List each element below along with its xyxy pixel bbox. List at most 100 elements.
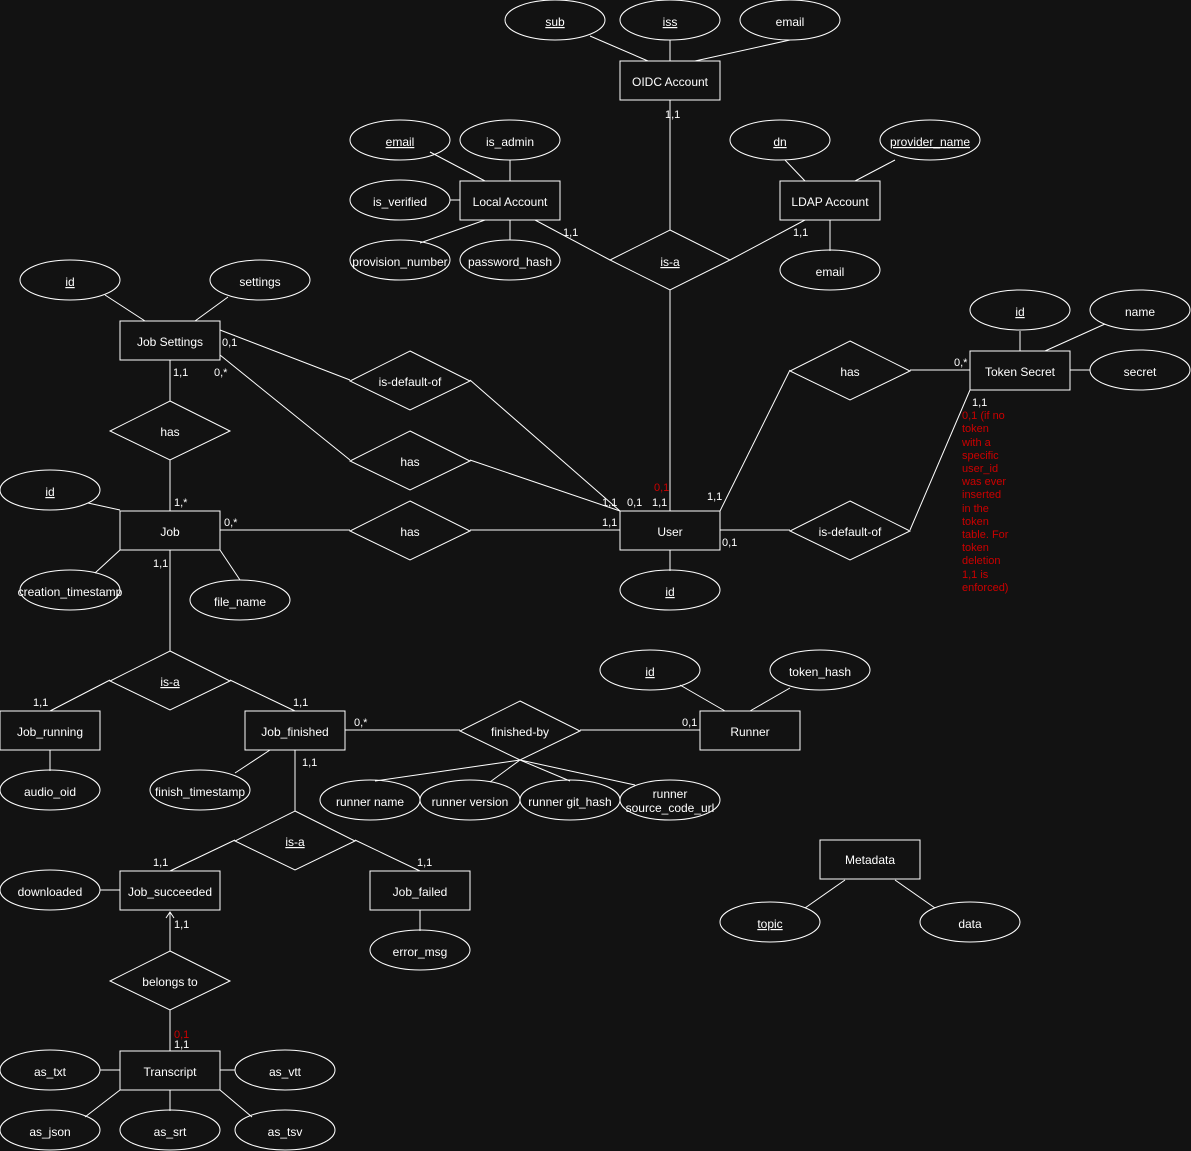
- card-settings-user-has: 0,*: [214, 367, 228, 379]
- card-user-isa-red: 0,1: [654, 482, 669, 494]
- card-token-has: 0,*: [954, 357, 968, 369]
- svg-text:id: id: [1015, 305, 1024, 319]
- svg-text:as_vtt: as_vtt: [269, 1065, 302, 1079]
- attr-local-password-hash: password_hash: [459, 239, 561, 281]
- svg-text:Job: Job: [160, 525, 180, 539]
- cardinality-labels: 1,1 1,1 1,1 0,1 1,1 0,* 1,* 0,* 1,1 1,1 …: [33, 109, 987, 1051]
- card-user-default-settings: 0,1: [627, 497, 642, 509]
- svg-text:runner git_hash: runner git_hash: [528, 795, 611, 809]
- attr-user-id: id: [619, 569, 721, 611]
- card-transcript-belongs: 1,1: [174, 1039, 189, 1051]
- attr-token-secret: secret: [1089, 349, 1191, 391]
- card-token-default: 1,1: [972, 397, 987, 409]
- attr-transcript-as-tsv: as_tsv: [234, 1109, 336, 1151]
- svg-text:Metadata: Metadata: [845, 853, 895, 867]
- attr-local-is-admin: is_admin: [459, 119, 561, 161]
- card-settings-default: 0,1: [222, 337, 237, 349]
- card-finished-isa-bottom: 1,1: [302, 757, 317, 769]
- svg-text:finished-by: finished-by: [491, 725, 549, 739]
- card-job-user-has: 0,*: [224, 517, 238, 529]
- svg-text:is-a: is-a: [660, 255, 680, 269]
- attr-oidc-sub: sub: [504, 0, 606, 41]
- attr-transcript-as-json: as_json: [0, 1109, 101, 1151]
- attr-ldap-email: email: [779, 249, 881, 291]
- svg-text:OIDC Account: OIDC Account: [632, 75, 709, 89]
- svg-text:creation_timestamp: creation_timestamp: [18, 585, 123, 599]
- relationship-user-has-token: has: [788, 340, 912, 401]
- svg-text:downloaded: downloaded: [18, 885, 83, 899]
- svg-text:Job_finished: Job_finished: [261, 725, 328, 739]
- card-user-job-has: 1,1: [602, 517, 617, 529]
- attr-transcript-as-txt: as_txt: [0, 1049, 101, 1091]
- edges: [49, 35, 1106, 1118]
- card-runner-finished-by: 0,1: [682, 717, 697, 729]
- card-oidc-isa: 1,1: [665, 109, 680, 121]
- entity-oidc-account: OIDC Account: [619, 60, 721, 101]
- attr-oidc-email: email: [739, 0, 841, 41]
- card-user-isa: 1,1: [652, 497, 667, 509]
- svg-text:password_hash: password_hash: [468, 255, 552, 269]
- entity-runner: Runner: [699, 710, 801, 751]
- attr-token-name: name: [1089, 289, 1191, 331]
- attr-oidc-iss: iss: [619, 0, 721, 41]
- svg-text:LDAP Account: LDAP Account: [791, 195, 869, 209]
- relationship-user-has-job: has: [348, 500, 472, 561]
- attr-ldap-provider-name: provider_name: [879, 119, 981, 161]
- attr-transcript-as-srt: as_srt: [119, 1109, 221, 1151]
- entity-job: Job: [119, 510, 221, 551]
- relationship-finished-is-a: is-a: [233, 810, 357, 871]
- card-user-settings-has: 1,1: [602, 497, 617, 509]
- attr-runner-token-hash: token_hash: [769, 649, 871, 691]
- svg-text:as_tsv: as_tsv: [268, 1125, 303, 1139]
- svg-text:email: email: [816, 265, 845, 279]
- svg-text:settings: settings: [239, 275, 280, 289]
- attr-running-audio-oid: audio_oid: [0, 769, 101, 811]
- card-succeeded-isa: 1,1: [153, 857, 168, 869]
- entity-token-secret: Token Secret: [969, 350, 1071, 391]
- attr-ldap-dn: dn: [729, 119, 831, 161]
- token-default-note: 0,1 (if no token with a specific user_id…: [961, 410, 1012, 594]
- svg-text:as_srt: as_srt: [154, 1125, 187, 1139]
- attr-metadata-topic: topic: [719, 901, 821, 943]
- attr-succeeded-downloaded: downloaded: [0, 869, 101, 911]
- svg-text:id: id: [65, 275, 74, 289]
- svg-text:token_hash: token_hash: [789, 665, 851, 679]
- svg-text:has: has: [840, 365, 859, 379]
- entity-user: User: [619, 510, 721, 551]
- relationship-settings-is-default-of: is-default-of: [348, 350, 472, 411]
- svg-text:has: has: [400, 525, 419, 539]
- svg-text:Token Secret: Token Secret: [985, 365, 1056, 379]
- svg-text:runner version: runner version: [432, 795, 509, 809]
- svg-text:User: User: [657, 525, 682, 539]
- svg-text:is-default-of: is-default-of: [819, 525, 882, 539]
- card-job-settings-has: 1,*: [174, 497, 188, 509]
- svg-text:file_name: file_name: [214, 595, 266, 609]
- svg-text:belongs to: belongs to: [142, 975, 198, 989]
- svg-text:Job Settings: Job Settings: [137, 335, 203, 349]
- card-finished-finished-by: 0,*: [354, 717, 368, 729]
- svg-text:runner name: runner name: [336, 795, 404, 809]
- relationship-finished-by: finished-by: [458, 700, 582, 761]
- svg-text:id: id: [645, 665, 654, 679]
- svg-text:email: email: [386, 135, 415, 149]
- attr-job-file-name: file_name: [189, 579, 291, 621]
- card-transcript-belongs-red: 0,1: [174, 1029, 189, 1041]
- attr-transcript-as-vtt: as_vtt: [234, 1049, 336, 1091]
- attr-token-id: id: [969, 289, 1071, 331]
- svg-text:topic: topic: [757, 917, 782, 931]
- svg-text:id: id: [45, 485, 54, 499]
- entity-job-failed: Job_failed: [369, 870, 471, 911]
- svg-text:iss: iss: [663, 15, 678, 29]
- svg-text:Transcript: Transcript: [144, 1065, 198, 1079]
- attr-metadata-data: data: [919, 901, 1021, 943]
- svg-text:has: has: [160, 425, 179, 439]
- attr-job-id: id: [0, 469, 101, 511]
- attr-runner-git-hash: runner git_hash: [519, 779, 621, 821]
- svg-text:runner: runner: [653, 787, 688, 801]
- svg-text:is_verified: is_verified: [373, 195, 427, 209]
- entity-local-account: Local Account: [459, 180, 561, 221]
- card-ldap-isa: 1,1: [793, 227, 808, 239]
- relationship-user-has-settings: has: [348, 430, 472, 491]
- relationship-settings-has-job: has: [108, 400, 232, 461]
- attr-local-is-verified: is_verified: [349, 179, 451, 221]
